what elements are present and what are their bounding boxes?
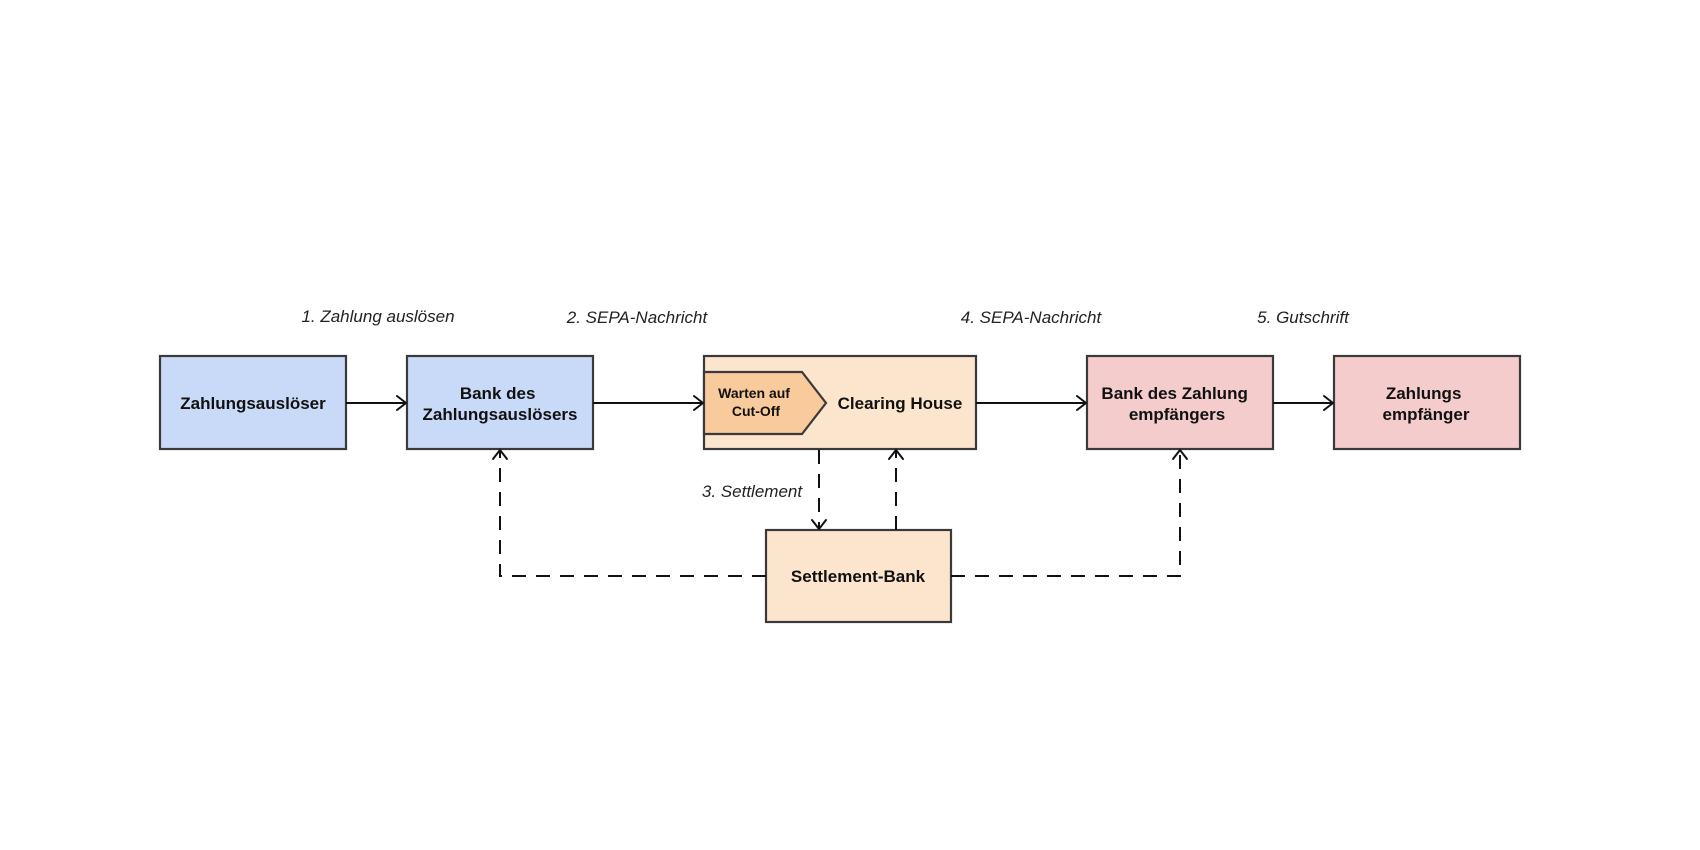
payer-bank-label-line-1: Bank des [460,384,536,403]
step-3-label: 3. Settlement [702,482,803,501]
payer-bank-label: Bank des Zahlungsauslösers [423,384,578,424]
payee-bank-label-line-2: empfängers [1129,405,1225,424]
arrow-payer-bank-to-clearing-head [693,395,704,411]
dashed-settlement-to-payee-bank [951,451,1181,577]
dashed-settlement-to-clearing-head [888,449,904,460]
payer-label: Zahlungsauslöser [180,394,326,413]
payee-bank-label-line-1: Bank des Zahlung [1101,384,1247,403]
payee-bank-label: Bank des Zahlung empfängers [1101,384,1252,424]
step-2-label: 2. SEPA-Nachricht [566,308,709,327]
cutoff-tag-shape [702,370,828,436]
payer-bank-label-line-2: Zahlungsauslösers [423,405,578,424]
clearing-house-label: Clearing House [838,394,963,413]
settlement-bank-label-line-1: Settlement-Bank [791,567,926,586]
dashed-settlement-to-payee-bank-head [1172,449,1188,460]
payer-label-line-1: Zahlungsauslöser [180,394,326,413]
payee-label-line-1: Zahlungs [1386,384,1462,403]
cutoff-tag-label: Warten auf Cut-Off [718,385,794,419]
cutoff-tag-label-line-2: Cut-Off [732,403,781,419]
settlement-bank-box [764,528,953,624]
dashed-settlement-to-payer-bank [499,451,766,577]
cutoff-tag-label-line-1: Warten auf [718,385,790,401]
clearing-house-label-line-1: Clearing House [838,394,963,413]
payee-label-line-2: empfänger [1383,405,1470,424]
step-5-label: 5. Gutschrift [1257,308,1350,327]
arrow-payee-bank-to-payee-head [1323,395,1334,411]
payer-bank-box [405,354,595,451]
step-4-label: 4. SEPA-Nachricht [961,308,1103,327]
arrow-payer-to-payer-bank-head [396,395,407,411]
settlement-bank-label: Settlement-Bank [791,567,926,586]
dashed-clearing-to-settlement-head [811,519,827,530]
payee-bank-box [1085,354,1275,451]
step-1-label: 1. Zahlung auslösen [301,307,454,326]
payee-label: Zahlungs empfänger [1383,384,1470,424]
arrow-clearing-to-payee-bank-head [1076,395,1087,411]
payer-box [158,354,348,451]
dashed-settlement-to-payer-bank-head [492,449,508,460]
payee-box [1332,354,1522,451]
